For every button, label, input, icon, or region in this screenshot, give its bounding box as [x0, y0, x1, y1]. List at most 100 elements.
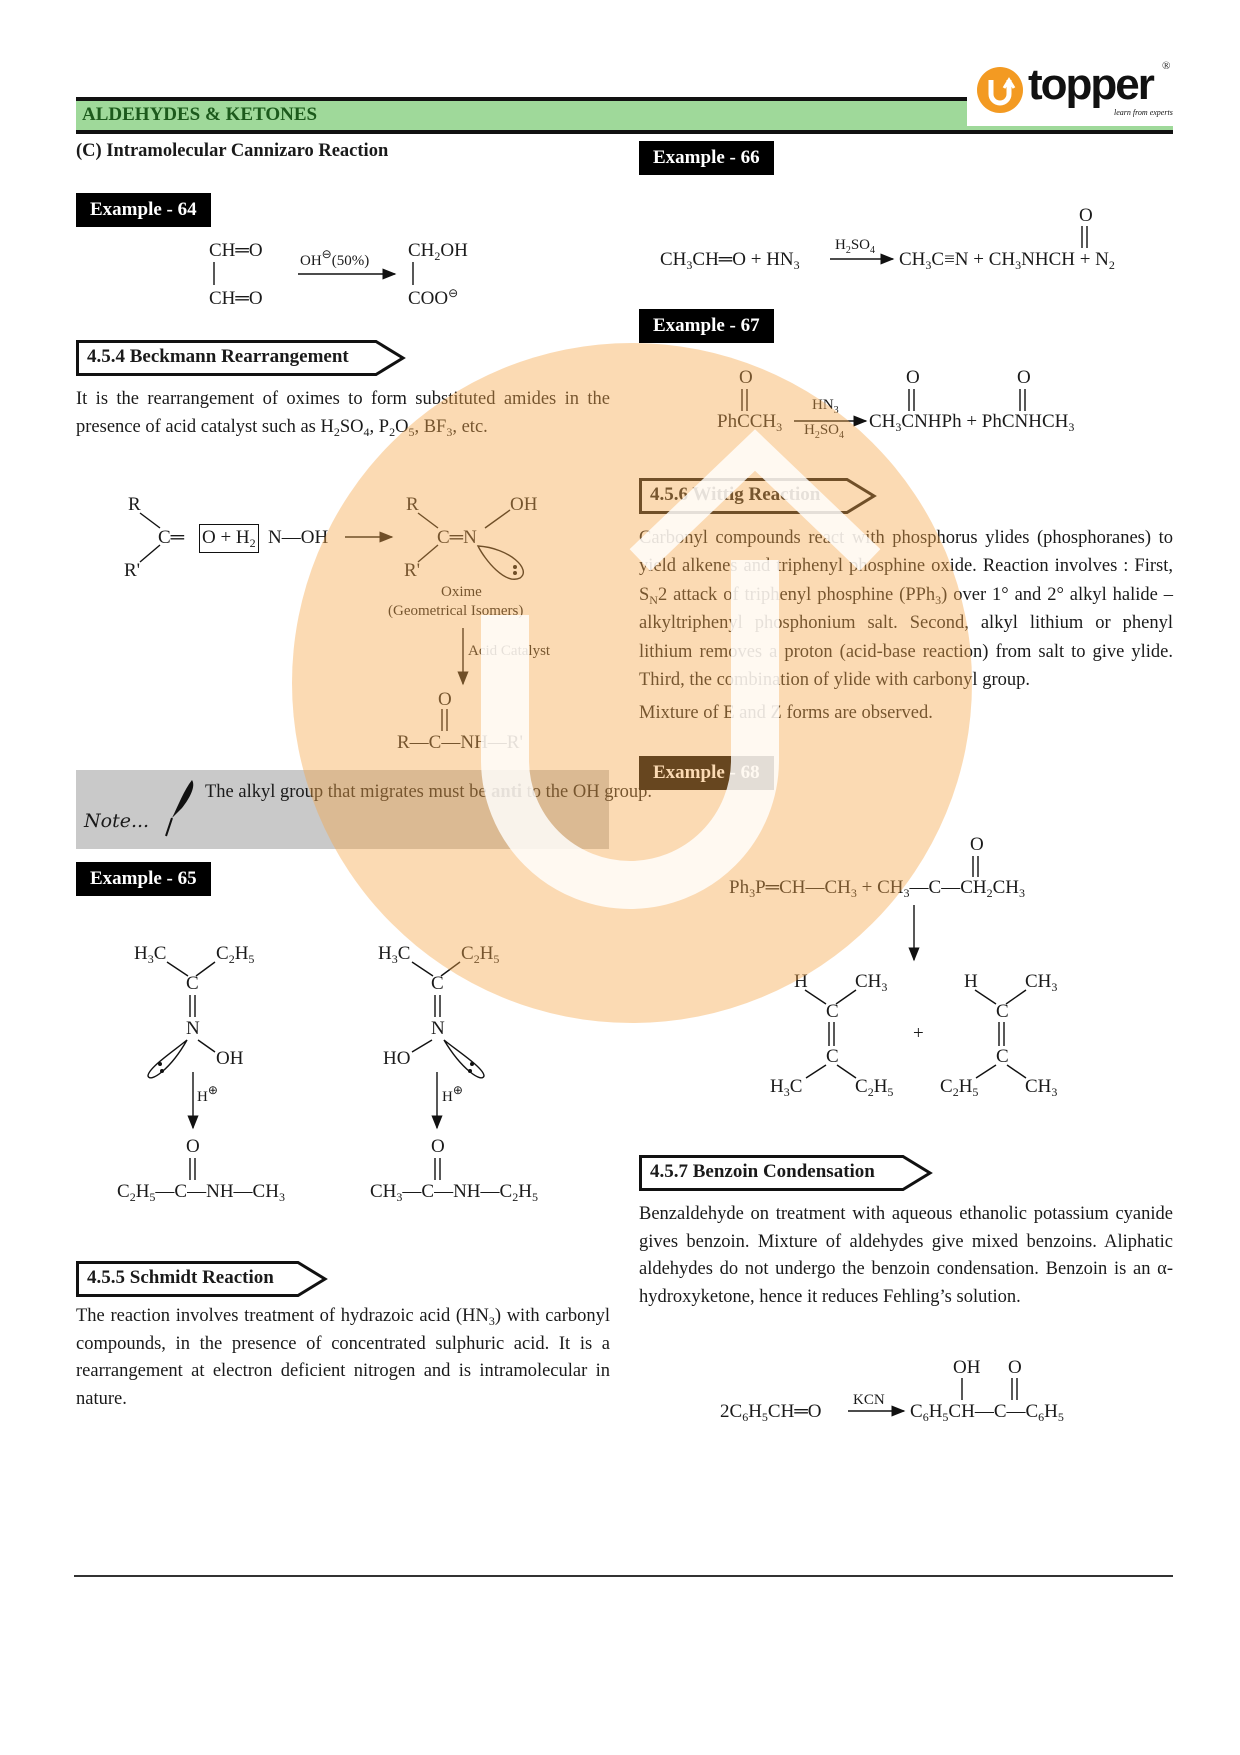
ex67-products: CH3CNHPh + PhCNHCH3 — [869, 411, 1075, 434]
oxime-core: C═N — [437, 527, 477, 548]
ex67-reactant-o: O — [739, 367, 753, 388]
wittig-paragraph: Carbonyl compounds react with phosphorus… — [639, 528, 1174, 691]
note-text-bold: anti — [491, 782, 523, 802]
benzoin-reactant: 2C6H5CH═O — [720, 1401, 822, 1424]
wittig-paragraph-2: Mixture of E and Z forms are observed. — [639, 703, 933, 723]
amide-product: R—C—NH—R' — [397, 732, 523, 753]
ex66-carbonyl-o: O — [1079, 205, 1093, 226]
schmidt-heading: 4.5.5 Schmidt Reaction — [76, 1261, 328, 1297]
header-band — [76, 101, 967, 130]
note-script-label: Note... — [84, 810, 150, 832]
alkene1-ch3: CH3 — [855, 971, 888, 994]
example-66-label: Example - 66 — [639, 141, 774, 175]
ex67-reagent-bottom: H2SO4 — [804, 422, 845, 441]
oxime2-ho: HO — [383, 1048, 411, 1069]
beckmann-hydroxylamine: N—OH — [268, 527, 329, 548]
amide1-o: O — [186, 1136, 200, 1157]
oxime2-n: N — [431, 1018, 445, 1039]
note-box: Note... The alkyl group that migrates mu… — [76, 770, 652, 849]
logo-text: topper — [1028, 60, 1155, 109]
amide1-product: C2H5—C—NH—CH3 — [117, 1181, 285, 1204]
alkene2-ch3-bottom: CH3 — [1025, 1076, 1058, 1099]
cannizaro-product-bottom: COO⊖ — [408, 286, 459, 309]
header-top-rule — [76, 97, 967, 101]
ex67-reagent-top: HN3 — [812, 397, 839, 416]
amide-o: O — [438, 689, 452, 710]
oxime-label: Oxime — [441, 584, 482, 600]
alkene2-c2h5: C2H5 — [940, 1076, 979, 1099]
alkene2-c1: C — [996, 1001, 1009, 1022]
benzoin-oh: OH — [953, 1357, 981, 1378]
beckmann-heading: 4.5.4 Beckmann Rearrangement — [76, 340, 406, 376]
oxime2-catalyst: H⊕ — [442, 1083, 463, 1105]
beckmann-paragraph: It is the rearrangement of oximes to for… — [76, 389, 610, 439]
oxime2-h3c: H3C — [378, 943, 411, 966]
example-67-label: Example - 67 — [639, 309, 774, 343]
note-text-part1: The alkyl group that migrates must be — [205, 782, 492, 802]
oxime1-h3c: H3C — [134, 943, 167, 966]
oxime1-catalyst: H⊕ — [197, 1083, 218, 1105]
geometrical-isomers-label: (Geometrical Isomers) — [388, 603, 524, 619]
oxime1-oh: OH — [216, 1048, 244, 1069]
alkene1-h: H — [794, 971, 808, 992]
example-64-label: Example - 64 — [76, 193, 211, 227]
benzoin-product: C6H5CH—C—C6H5 — [910, 1401, 1064, 1424]
chapter-title: ALDEHYDES & KETONES — [82, 104, 318, 125]
note-text: The alkyl group that migrates must be an… — [205, 779, 652, 806]
ex67-product-o2: O — [1017, 367, 1031, 388]
beckmann-boxed-atoms: O + H2 — [199, 524, 259, 553]
cannizaro-reactant-top: CH═O — [209, 240, 263, 261]
alkene-plus: + — [913, 1023, 924, 1044]
ex66-reagent: H2SO4 — [835, 237, 876, 256]
logo-u-icon — [977, 67, 1023, 113]
alkene1-c2h5: C2H5 — [855, 1076, 894, 1099]
logo: topper learn from experts ® — [976, 60, 1176, 122]
footer-rule — [74, 1575, 1173, 1577]
cannizaro-reagent: OH⊖(50%) — [300, 247, 370, 269]
acid-catalyst-label: Acid Catalyst — [468, 643, 551, 659]
logo-tagline: learn from experts — [1114, 108, 1173, 117]
cannizaro-reactant-bottom: CH═O — [209, 288, 263, 309]
schmidt-paragraph: The reaction involves treatment of hydra… — [76, 1306, 611, 1409]
schmidt-heading-text: 4.5.5 Schmidt Reaction — [87, 1267, 274, 1288]
ex67-product-o1: O — [906, 367, 920, 388]
example-65-label: Example - 65 — [76, 862, 211, 896]
beckmann-r-prime: R' — [124, 560, 141, 581]
ex68-reactants: Ph3P═CH—CH3 + CH3—C—CH2CH3 — [729, 877, 1025, 900]
oxime-r: R — [406, 494, 419, 515]
pen-icon — [165, 780, 194, 837]
amide2-o: O — [431, 1136, 445, 1157]
ex68-ketone-o: O — [970, 834, 984, 855]
alkene2-ch3: CH3 — [1025, 971, 1058, 994]
header-bottom-rule — [76, 130, 1173, 134]
benzoin-reagent: KCN — [853, 1392, 885, 1408]
beckmann-carbonyl: C═ — [158, 527, 185, 548]
alkene2-h: H — [964, 971, 978, 992]
alkene1-h3c: H3C — [770, 1076, 803, 1099]
wittig-heading: 4.5.6 Wittig Reaction — [639, 478, 877, 514]
cannizaro-product-top: CH2OH — [408, 240, 468, 263]
benzoin-heading: 4.5.7 Benzoin Condensation — [639, 1155, 933, 1191]
header-bottom-green — [967, 126, 1173, 130]
amide2-product: CH3—C—NH—C2H5 — [370, 1181, 538, 1204]
beckmann-r: R — [128, 494, 141, 515]
oxime-oh: OH — [510, 494, 538, 515]
oxime1-c2h5: C2H5 — [216, 943, 255, 966]
oxime1-c: C — [186, 973, 199, 994]
oxime-r-prime: R' — [404, 560, 421, 581]
alkene1-c2: C — [826, 1046, 839, 1067]
oxime1-n: N — [186, 1018, 200, 1039]
note-text-part2: to the OH group. — [522, 782, 653, 802]
cannizaro-heading: (C) Intramolecular Cannizaro Reaction — [76, 141, 389, 161]
benzoin-heading-text: 4.5.7 Benzoin Condensation — [650, 1161, 875, 1182]
example-68-label: Example - 68 — [639, 756, 774, 790]
ex66-products: CH3C≡N + CH3NHCH + N2 — [899, 249, 1115, 272]
alkene1-c1: C — [826, 1001, 839, 1022]
ex66-reactants: CH3CH═O + HN3 — [660, 249, 800, 272]
alkene2-c2: C — [996, 1046, 1009, 1067]
benzoin-o: O — [1008, 1357, 1022, 1378]
ex67-reactant: PhCCH3 — [717, 411, 783, 434]
oxime2-c: C — [431, 973, 444, 994]
benzoin-paragraph: Benzaldehyde on treatment with aqueous e… — [639, 1204, 1173, 1307]
beckmann-heading-text: 4.5.4 Beckmann Rearrangement — [87, 346, 349, 367]
